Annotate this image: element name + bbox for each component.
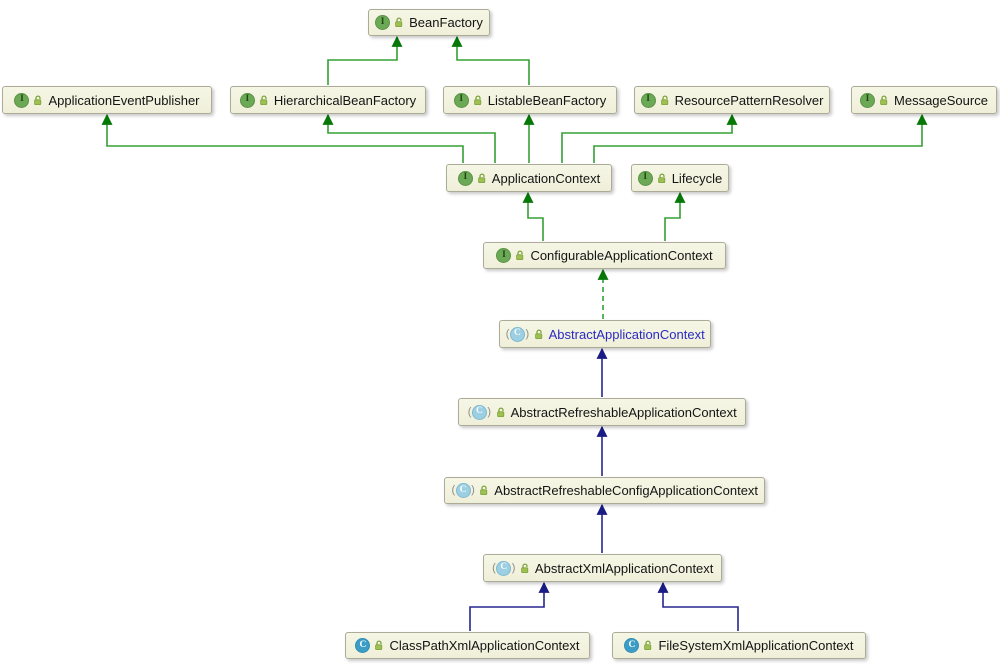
edge-hierarchical-bean-factory-to-bean-factory [327, 35, 403, 85]
edge-configurable-application-context-to-lifecycle [664, 191, 686, 241]
node-label: ApplicationContext [491, 170, 601, 186]
node-label: ListableBeanFactory [487, 92, 607, 108]
interface-icon: I [239, 92, 255, 108]
diagram-node-application-context[interactable]: I ApplicationContext [446, 164, 612, 192]
diagram-node-configurable-application-context[interactable]: I ConfigurableApplicationContext [483, 242, 726, 269]
abstract-class-icon: (C) [492, 560, 516, 576]
node-label: FileSystemXmlApplicationContext [658, 638, 854, 653]
lock-icon [477, 172, 487, 184]
edge-configurable-application-context-to-application-context [522, 191, 544, 241]
node-label: AbstractXmlApplicationContext [534, 560, 714, 576]
diagram-node-abstract-refreshable-application-context[interactable]: (C) AbstractRefreshableApplicationContext [458, 398, 746, 426]
interface-icon: I [496, 248, 512, 263]
node-label: ClassPathXmlApplicationContext [389, 638, 580, 653]
node-label: ConfigurableApplicationContext [530, 248, 713, 263]
edge-application-context-to-application-event-publisher [101, 113, 464, 163]
node-label: AbstractApplicationContext [548, 326, 705, 342]
diagram-node-abstract-xml-application-context[interactable]: (C) AbstractXmlApplicationContext [483, 554, 722, 582]
lock-icon [515, 250, 525, 261]
class-icon: C [355, 638, 371, 653]
diagram-node-message-source[interactable]: I MessageSource [851, 86, 997, 114]
node-label: BeanFactory [409, 15, 483, 30]
lock-icon [473, 94, 483, 106]
interface-icon: I [14, 92, 30, 108]
node-label: ApplicationEventPublisher [48, 92, 200, 108]
edge-file-system-xml-application-context-to-abstract-xml-application-context [657, 581, 739, 631]
lock-icon [479, 485, 489, 496]
class-icon: C [624, 638, 640, 653]
diagram-node-application-event-publisher[interactable]: I ApplicationEventPublisher [2, 86, 212, 114]
node-label: MessageSource [894, 92, 988, 108]
diagram-node-resource-pattern-resolver[interactable]: I ResourcePatternResolver [634, 86, 830, 114]
lock-icon [394, 17, 404, 28]
diagram-node-hierarchical-bean-factory[interactable]: I HierarchicalBeanFactory [230, 86, 426, 114]
lock-icon [534, 328, 544, 340]
lock-icon [520, 562, 530, 574]
abstract-class-icon: (C) [505, 326, 530, 342]
abstract-class-icon: (C) [451, 483, 475, 498]
node-label: Lifecycle [671, 170, 723, 186]
edge-listable-bean-factory-to-bean-factory [451, 35, 530, 85]
diagram-node-abstract-refreshable-config-application-context[interactable]: (C) AbstractRefreshableConfigApplicationC… [444, 477, 765, 504]
node-label: AbstractRefreshableConfigApplicationCont… [494, 483, 759, 498]
diagram-node-listable-bean-factory[interactable]: I ListableBeanFactory [443, 86, 617, 114]
diagram-node-lifecycle[interactable]: I Lifecycle [631, 164, 729, 192]
interface-icon: I [640, 92, 656, 108]
lock-icon [643, 640, 653, 651]
lock-icon [374, 640, 384, 651]
interface-icon: I [453, 92, 469, 108]
abstract-class-icon: (C) [467, 404, 492, 420]
node-label: AbstractRefreshableApplicationContext [510, 404, 737, 420]
diagram-node-abstract-application-context[interactable]: (C) AbstractApplicationContext [499, 320, 711, 348]
edge-application-context-to-resource-pattern-resolver [561, 113, 738, 163]
diagram-node-class-path-xml-application-context[interactable]: C ClassPathXmlApplicationContext [345, 632, 590, 659]
lock-icon [259, 94, 269, 106]
edge-class-path-xml-application-context-to-abstract-xml-application-context [469, 581, 550, 631]
edge-application-context-to-message-source [593, 113, 928, 163]
lock-icon [33, 94, 43, 106]
lock-icon [496, 406, 506, 418]
node-label: ResourcePatternResolver [674, 92, 824, 108]
lock-icon [660, 94, 670, 106]
edge-application-context-to-hierarchical-bean-factory [322, 113, 496, 163]
diagram-node-file-system-xml-application-context[interactable]: C FileSystemXmlApplicationContext [612, 632, 866, 659]
interface-icon: I [457, 170, 473, 186]
diagram-node-bean-factory[interactable]: I BeanFactory [368, 9, 490, 36]
lock-icon [657, 172, 667, 184]
interface-icon: I [375, 15, 391, 30]
interface-icon: I [637, 170, 653, 186]
lock-icon [879, 94, 889, 106]
node-label: HierarchicalBeanFactory [273, 92, 417, 108]
interface-icon: I [860, 92, 876, 108]
